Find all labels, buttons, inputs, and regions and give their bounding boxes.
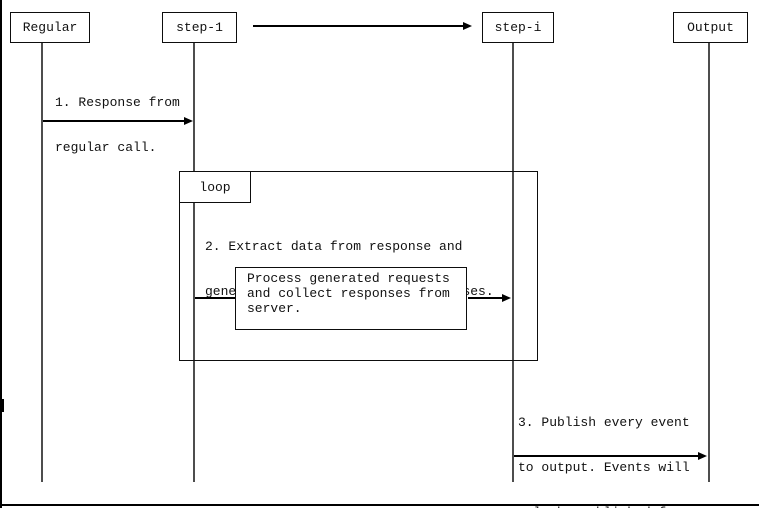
message-2-line: 2. Extract data from response and [205,239,463,254]
left-border-notch [0,399,4,412]
process-box: Process generated requests and collect r… [235,267,467,330]
arrowhead-icon [502,293,511,302]
loop-frame [179,171,538,361]
actor-box-regular: Regular [10,12,90,43]
lifeline-output [708,43,710,482]
arrowhead-icon [463,21,472,30]
message-3-line: 3. Publish every event [518,415,690,430]
arrow-step1-to-stepi [253,21,472,30]
lifeline-stepi [512,43,514,482]
arrow-stepi-to-output [514,451,707,460]
message-3-line: only be published for [518,505,697,508]
loop-label: loop [199,179,231,195]
lifeline-step1 [193,43,195,482]
actor-label-output: Output [687,20,734,35]
message-1-line: regular call. [55,140,157,155]
actor-label-stepi: step-i [494,20,542,35]
self-call-line [195,297,236,299]
bottom-border-line [0,504,759,506]
arrow-regular-to-step1 [43,116,193,125]
actor-box-output: Output [673,12,748,43]
process-box-line: Process generated requests [247,271,450,286]
process-box-line: server. [247,301,302,316]
arrow-process-to-stepi [468,293,511,302]
message-3-line: to output. Events will [518,460,690,475]
message-1-line: 1. Response from [55,95,180,110]
loop-label-box: loop [179,171,251,203]
actor-label-step1: step-1 [176,20,223,35]
message-3-label: 3. Publish every event to output. Events… [518,385,697,508]
process-box-line: and collect responses from [247,286,450,301]
actor-label-regular: Regular [22,20,78,35]
arrowhead-icon [184,116,193,125]
arrowhead-icon [698,451,707,460]
lifeline-regular [41,43,43,482]
left-border-line [0,0,2,508]
actor-box-stepi: step-i [482,12,554,43]
actor-box-step1: step-1 [162,12,237,43]
message-1-label: 1. Response from regular call. [55,65,180,185]
